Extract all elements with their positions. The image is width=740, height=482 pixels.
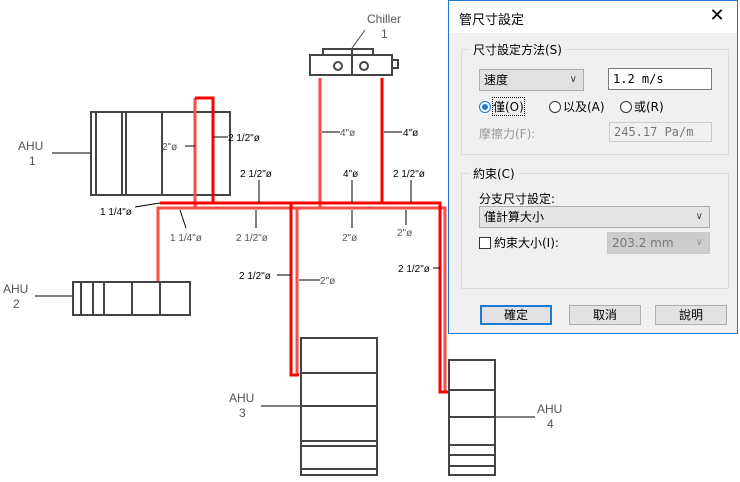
ahu-1-number: 1 xyxy=(29,154,36,168)
ahu-4-label: AHU xyxy=(537,402,562,416)
help-button[interactable]: 說明 xyxy=(655,305,727,325)
pipe-label-ahu3-supply: 2 1/2"ø xyxy=(239,271,271,282)
chevron-down-icon: ∨ xyxy=(695,211,703,222)
ok-button[interactable]: 確定 xyxy=(480,305,552,325)
velocity-input[interactable]: 1.2 m/s xyxy=(608,68,712,90)
pipe-label-header-return-mid: 2"ø xyxy=(342,233,357,244)
pipe-label-chiller-supply: 4"ø xyxy=(403,128,418,139)
ahu-2-equipment[interactable] xyxy=(72,281,191,316)
pipe-label-header-return-left: 2 1/2"ø xyxy=(236,233,268,244)
pipe-label-ahu3-return: 2"ø xyxy=(320,276,335,287)
constraints-group: 約束(C) xyxy=(461,165,729,289)
cancel-button[interactable]: 取消 xyxy=(569,305,641,325)
ahu-3-label: AHU xyxy=(229,391,254,405)
friction-input: 245.17 Pa/m xyxy=(609,122,712,142)
ahu-3-number: 3 xyxy=(239,406,246,420)
constraints-group-label: 約束(C) xyxy=(470,165,518,182)
ahu-1-equipment[interactable] xyxy=(90,111,231,196)
radio-or-label: 或(R) xyxy=(634,100,664,114)
return-pipe-network[interactable] xyxy=(156,78,447,392)
limit-size-label: 約束大小(I): xyxy=(494,236,559,250)
friction-label: 摩擦力(F): xyxy=(479,127,536,141)
ahu-2-number: 2 xyxy=(13,297,20,311)
pipe-label-header-supply-right: 2 1/2"ø xyxy=(393,169,425,180)
chiller-number: 1 xyxy=(381,27,388,41)
radio-only-label: 僅(O) xyxy=(492,97,525,116)
chevron-down-icon: ∨ xyxy=(695,237,703,248)
limit-size-checkbox-box[interactable] xyxy=(479,236,491,249)
ahu-3-equipment[interactable] xyxy=(300,337,378,476)
supply-pipe-network[interactable] xyxy=(160,78,448,394)
branch-sizing-value: 僅計算大小 xyxy=(484,210,545,224)
limit-size-checkbox[interactable]: 約束大小(I): xyxy=(479,234,559,251)
pipe-label-ahu2-return: 1 1/4"ø xyxy=(170,233,202,244)
ahu-2-label: AHU xyxy=(3,282,28,296)
pipe-label-header-supply-mid: 4"ø xyxy=(343,169,358,180)
pipe-sizing-dialog: 管尺寸設定 ✕ 尺寸設定方法(S) 速度 ∨ 1.2 m/s 僅(O) 以及(A… xyxy=(448,0,738,334)
chiller-label: Chiller xyxy=(367,12,401,26)
radio-and[interactable]: 以及(A) xyxy=(549,98,605,115)
sizing-method-select[interactable]: 速度 ∨ xyxy=(479,69,584,91)
pipe-label-ahu1-return: 2"ø xyxy=(162,142,177,153)
radio-only[interactable]: 僅(O) xyxy=(479,97,525,116)
radio-only-button[interactable] xyxy=(479,100,491,113)
branch-sizing-select[interactable]: 僅計算大小 ∨ xyxy=(479,206,710,228)
sizing-method-group: 尺寸設定方法(S) xyxy=(461,41,729,155)
ahu-4-number: 4 xyxy=(547,417,554,431)
radio-and-button[interactable] xyxy=(549,100,561,113)
radio-or-button[interactable] xyxy=(620,100,632,113)
limit-size-value: 203.2 mm xyxy=(612,236,674,250)
limit-size-select: 203.2 mm ∨ xyxy=(607,232,710,254)
pipe-label-ahu2-supply: 1 1/4"ø xyxy=(100,207,132,218)
radio-or[interactable]: 或(R) xyxy=(620,98,664,115)
sizing-method-group-label: 尺寸設定方法(S) xyxy=(470,41,565,58)
dialog-titlebar[interactable]: 管尺寸設定 ✕ xyxy=(449,1,737,33)
pipe-label-chiller-return: 4"ø xyxy=(340,128,355,139)
pipe-label-ahu1-supply: 2 1/2"ø xyxy=(228,133,260,144)
chiller-equipment[interactable] xyxy=(309,48,399,76)
close-icon[interactable]: ✕ xyxy=(709,5,725,26)
pipe-label-header-supply-left: 2 1/2"ø xyxy=(240,169,272,180)
pipe-label-header-return-right: 2"ø xyxy=(397,228,412,239)
ahu-4-equipment[interactable] xyxy=(448,359,496,476)
ahu-1-label: AHU xyxy=(18,139,43,153)
pipe-label-ahu4-supply: 2 1/2"ø xyxy=(398,264,430,275)
radio-and-label: 以及(A) xyxy=(563,100,605,114)
chevron-down-icon: ∨ xyxy=(569,74,577,85)
branch-sizing-label: 分支尺寸設定: xyxy=(479,192,556,206)
dialog-title: 管尺寸設定 xyxy=(459,13,525,28)
sizing-method-value: 速度 xyxy=(484,73,509,87)
